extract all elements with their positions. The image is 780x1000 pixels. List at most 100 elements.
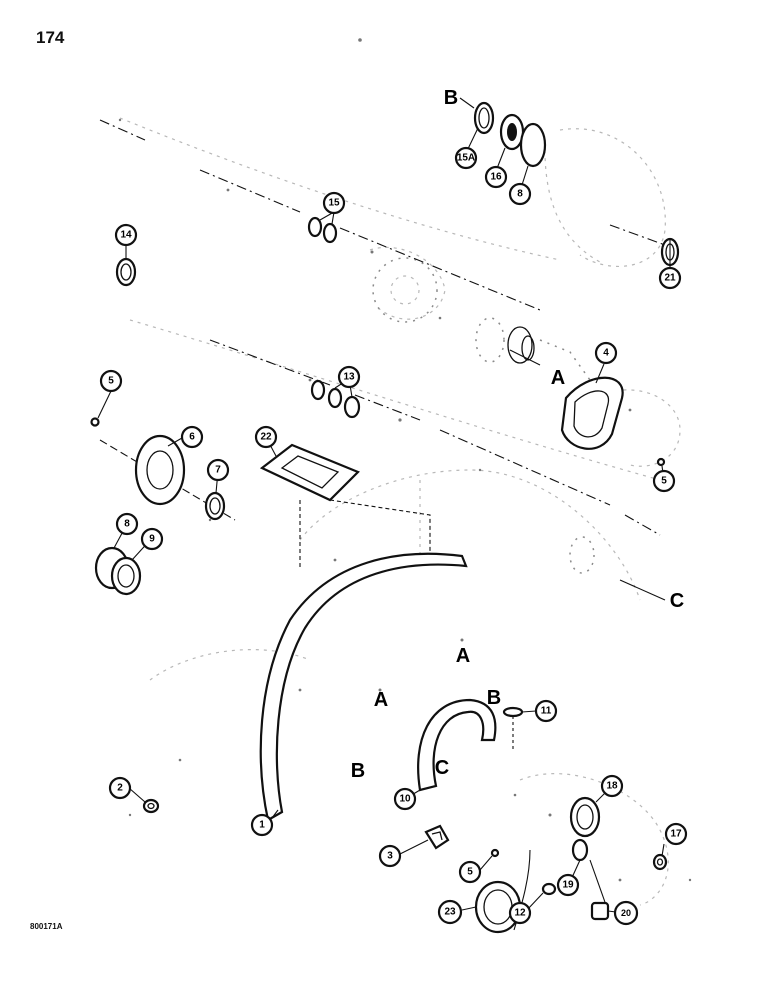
ref-letter-b: B	[487, 687, 501, 709]
callout-15a: 20	[613, 900, 639, 926]
callouts: 15A 16 8 15 14 21 4 13 5 6 22 7 5 8 9 11…	[99, 146, 688, 926]
callout-13: 17	[664, 822, 688, 846]
callout-8-label: 8	[124, 519, 130, 530]
part-14-seal	[569, 796, 601, 838]
callout-8: 8	[508, 182, 532, 206]
part-13-plug	[652, 853, 668, 871]
callout-3: 3	[378, 844, 402, 868]
callout-5: 5	[458, 860, 482, 884]
part-7-seal	[204, 491, 226, 521]
upper-shaft-centerline	[99, 119, 541, 311]
callout-18-label: 15	[328, 198, 340, 209]
callout-15: 19	[556, 873, 580, 897]
callout-11: 11	[534, 699, 558, 723]
callout-23: 23	[437, 899, 463, 925]
callout-14: 18	[600, 774, 624, 798]
ref-letter-b: B	[351, 760, 365, 782]
callout-16: 13	[337, 365, 361, 389]
callout-19-label: 15A	[457, 153, 475, 164]
callout-12-label: 12	[514, 908, 526, 919]
part-18-bearing-cups	[307, 216, 338, 244]
right-shaft-centerline	[609, 224, 666, 246]
callout-10: 10	[393, 787, 417, 811]
part-6-cover-gasket	[134, 434, 186, 506]
middle-shaft-centerline	[209, 339, 661, 536]
part-20-bearing	[499, 113, 525, 151]
callout-21: 21	[658, 266, 682, 290]
callout-5: 5	[99, 369, 123, 393]
callout-7-label: 7	[215, 465, 221, 476]
callout-leaders	[97, 127, 671, 913]
callout-13-label: 17	[670, 829, 682, 840]
callout-23-label: 23	[444, 907, 456, 918]
part-2-plug	[142, 798, 160, 814]
part-16-bearing-cups	[310, 379, 361, 419]
callout-4-label: 4	[603, 348, 609, 359]
callout-4: 4	[594, 341, 618, 365]
callout-5-label: 5	[661, 476, 667, 487]
gear	[569, 536, 595, 574]
callout-5: 5	[652, 469, 676, 493]
part-4-gasket	[560, 376, 624, 450]
part-5-plug	[90, 417, 100, 427]
callout-7: 7	[206, 458, 230, 482]
part-17-bearing-cup	[115, 257, 137, 287]
callout-12: 12	[508, 901, 532, 925]
part-19-seal	[473, 101, 495, 135]
gear	[475, 317, 505, 363]
part-5-plug	[490, 848, 500, 858]
housing-outline	[119, 117, 681, 906]
shaft-to-c-leader	[619, 579, 666, 601]
figure-code: 800171A	[30, 922, 63, 931]
callout-8-label: 8	[517, 189, 523, 200]
callout-6-label: 6	[189, 432, 195, 443]
callout-20-label: 16	[490, 172, 502, 183]
part-9-seal	[110, 556, 142, 596]
part-3-plug	[424, 824, 450, 850]
part-15-bearing	[571, 838, 607, 906]
part-10-gasket	[417, 698, 497, 792]
callout-2-label: 2	[117, 783, 123, 794]
callout-1: 1	[250, 813, 274, 837]
ref-letter-c: C	[670, 590, 684, 612]
callout-19: 15A	[454, 146, 478, 170]
ref-letter-a: A	[374, 689, 388, 711]
callout-6: 6	[180, 425, 204, 449]
reference-letters: B A C A A B B C	[351, 87, 684, 782]
part-8-o-ring	[519, 122, 547, 168]
part-1-case-gasket	[259, 552, 468, 822]
ref-letter-c: C	[435, 757, 449, 779]
callout-21-label: 21	[664, 273, 676, 284]
callout-3-label: 3	[387, 851, 393, 862]
callout-15a-label: 20	[621, 908, 631, 918]
bearing-cone	[507, 326, 535, 364]
callout-17-label: 14	[120, 230, 132, 241]
ref-letter-a: A	[551, 367, 565, 389]
ref-letter-a: A	[456, 645, 470, 667]
callout-11-label: 11	[541, 706, 552, 717]
callout-16-label: 13	[343, 372, 355, 383]
callout-5-label: 5	[467, 867, 473, 878]
part-22-gasket	[259, 443, 431, 568]
ref-letter-b: B	[444, 87, 458, 109]
callout-5-label: 5	[108, 376, 114, 387]
callout-20: 16	[484, 165, 508, 189]
callout-22: 22	[254, 425, 278, 449]
callout-22-label: 22	[260, 432, 272, 443]
part-23-seal	[474, 849, 531, 934]
callout-8: 8	[115, 512, 139, 536]
callout-17: 14	[114, 223, 138, 247]
callout-9: 9	[140, 527, 164, 551]
gear	[372, 257, 438, 323]
part-15a-bearing	[590, 901, 610, 921]
page-number: 174	[36, 28, 65, 47]
housing-texture	[118, 38, 692, 882]
callout-2: 2	[108, 776, 132, 800]
callout-1-label: 1	[259, 820, 265, 831]
callout-14-label: 18	[606, 781, 618, 792]
part-12-plug	[541, 882, 557, 896]
part-11-o-ring	[502, 706, 524, 750]
callout-10-label: 10	[399, 794, 411, 805]
callout-18: 15	[322, 191, 346, 215]
